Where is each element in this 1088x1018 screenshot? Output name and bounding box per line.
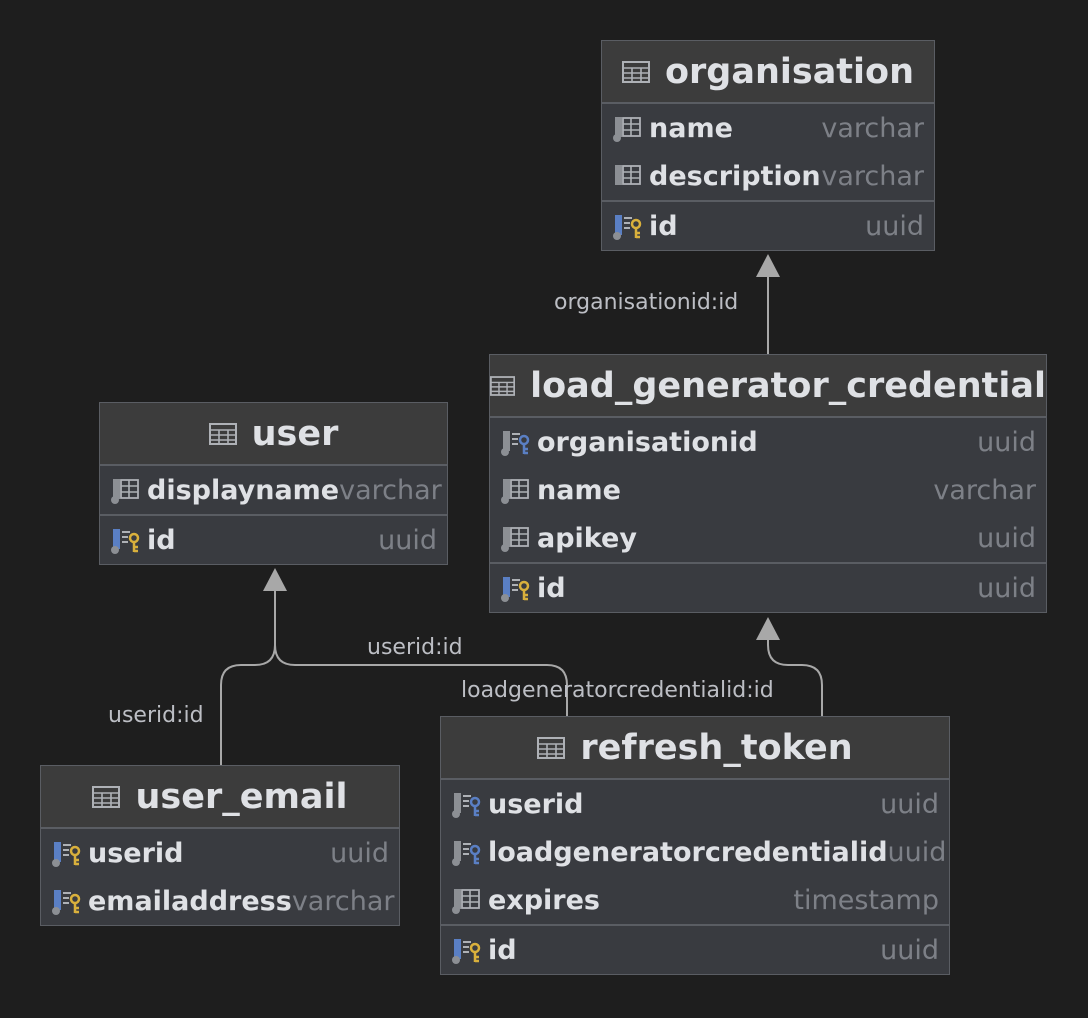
column-icon [615, 165, 641, 185]
key-row[interactable]: id uuid [100, 516, 447, 564]
column-row[interactable]: name varchar [490, 466, 1046, 514]
divider [490, 562, 1046, 564]
column-icon [501, 527, 529, 552]
table-icon [537, 736, 566, 759]
column-type: varchar [933, 474, 1036, 506]
table-icon [621, 60, 650, 83]
arrowhead-organisation [756, 254, 780, 277]
arrowhead-user [263, 568, 287, 591]
column-type: uuid [977, 522, 1036, 554]
edge-refresh-token-userid-to-user [274, 644, 568, 717]
key-row[interactable]: emailaddress varchar [41, 877, 399, 925]
column-type: varchar [821, 112, 924, 144]
column-icon [501, 479, 529, 504]
key-name: emailaddress [88, 885, 292, 917]
key-type: uuid [977, 572, 1036, 604]
table-icon [208, 422, 237, 445]
primary-key-icon [452, 939, 481, 964]
table-title: organisation [664, 51, 915, 92]
edge-label-organisationid: organisationid:id [554, 290, 739, 315]
table-title: refresh_token [580, 727, 853, 768]
column-name: loadgeneratorcredentialid [488, 836, 888, 868]
column-name: description [649, 160, 821, 192]
divider [602, 200, 934, 202]
table-title: user_email [135, 776, 348, 817]
table-header[interactable]: organisation [602, 41, 934, 104]
foreign-key-icon [501, 431, 530, 456]
edge-user-email-to-user [220, 590, 276, 766]
column-row[interactable]: organisationid uuid [490, 418, 1046, 466]
column-row[interactable]: userid uuid [441, 780, 949, 828]
key-row[interactable]: id uuid [441, 926, 949, 974]
edge-label-userid-refresh: userid:id [367, 635, 463, 660]
table-title: user [251, 413, 339, 454]
table-header[interactable]: refresh_token [441, 717, 949, 780]
column-name: name [537, 474, 621, 506]
arrowhead-lgc [756, 617, 780, 640]
key-type: uuid [378, 524, 437, 556]
edge-label-loadgeneratorcredentialid: loadgeneratorcredentialid:id [461, 678, 774, 703]
column-row[interactable]: apikey uuid [490, 514, 1046, 562]
key-name: id [147, 524, 176, 556]
column-type: varchar [339, 474, 442, 506]
edge-refresh-token-to-lgc [767, 638, 823, 717]
column-name: organisationid [537, 426, 758, 458]
column-name: apikey [537, 522, 637, 554]
column-type: timestamp [793, 884, 939, 916]
table-refresh-token[interactable]: refresh_token userid uuid loadgeneratorc… [440, 716, 950, 975]
table-user-email[interactable]: user_email userid uuid emailaddress varc… [40, 765, 400, 926]
table-organisation[interactable]: organisation name varchar description va… [601, 40, 935, 251]
divider [441, 924, 949, 926]
primary-key-icon [111, 529, 140, 554]
key-type: uuid [330, 837, 389, 869]
column-icon [111, 479, 139, 504]
table-user[interactable]: user displayname varchar id uuid [99, 402, 448, 565]
key-name: id [488, 934, 517, 966]
column-name: name [649, 112, 733, 144]
table-header[interactable]: load_generator_credential [490, 355, 1046, 418]
key-type: uuid [865, 210, 924, 242]
column-type: uuid [880, 788, 939, 820]
column-type: uuid [887, 836, 947, 868]
column-icon [452, 889, 480, 914]
table-icon [490, 375, 516, 396]
column-row[interactable]: displayname varchar [100, 466, 447, 514]
column-row[interactable]: description varchar [602, 152, 934, 200]
foreign-key-icon [452, 793, 481, 818]
key-type: varchar [291, 885, 395, 917]
column-icon [613, 117, 641, 142]
table-header[interactable]: user [100, 403, 447, 466]
key-name: id [537, 572, 566, 604]
primary-key-icon [613, 215, 642, 240]
column-row[interactable]: name varchar [602, 104, 934, 152]
primary-foreign-key-icon [52, 842, 81, 867]
table-load-generator-credential[interactable]: load_generator_credential organisationid… [489, 354, 1047, 613]
column-type: varchar [821, 160, 924, 192]
key-name: id [649, 210, 678, 242]
key-row[interactable]: id uuid [490, 564, 1046, 612]
column-row[interactable]: loadgeneratorcredentialid uuid [441, 828, 949, 876]
table-title: load_generator_credential [530, 365, 1046, 406]
primary-key-icon [52, 890, 81, 915]
column-name: expires [488, 884, 601, 916]
key-name: userid [88, 837, 184, 869]
key-type: uuid [880, 934, 939, 966]
primary-key-icon [501, 577, 530, 602]
key-row[interactable]: userid uuid [41, 829, 399, 877]
column-row[interactable]: expires timestamp [441, 876, 949, 924]
divider [100, 514, 447, 516]
key-row[interactable]: id uuid [602, 202, 934, 250]
foreign-key-icon [452, 841, 481, 866]
table-icon [92, 785, 121, 808]
table-header[interactable]: user_email [41, 766, 399, 829]
column-name: userid [488, 788, 584, 820]
edge-label-userid-email: userid:id [108, 703, 204, 728]
column-name: displayname [147, 474, 340, 506]
column-type: uuid [977, 426, 1036, 458]
